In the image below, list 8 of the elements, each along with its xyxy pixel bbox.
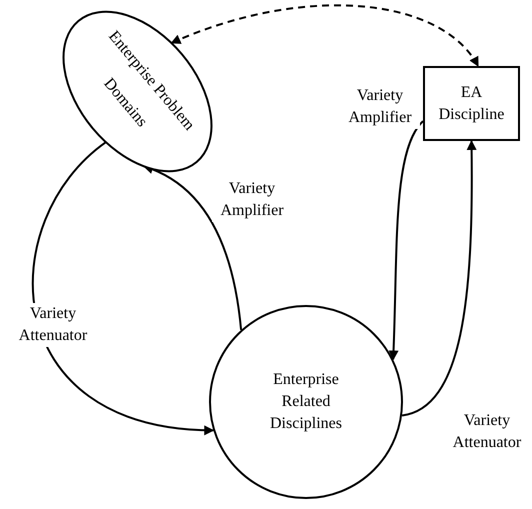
circle-node	[209, 305, 403, 499]
arrow	[388, 120, 424, 360]
arrow	[32, 141, 214, 435]
node-label: Enterprise Related Disciplines	[269, 370, 343, 434]
node-label: EA Discipline	[438, 82, 506, 124]
arrow	[170, 4, 479, 67]
arrow	[402, 140, 477, 416]
process-box	[423, 66, 520, 141]
